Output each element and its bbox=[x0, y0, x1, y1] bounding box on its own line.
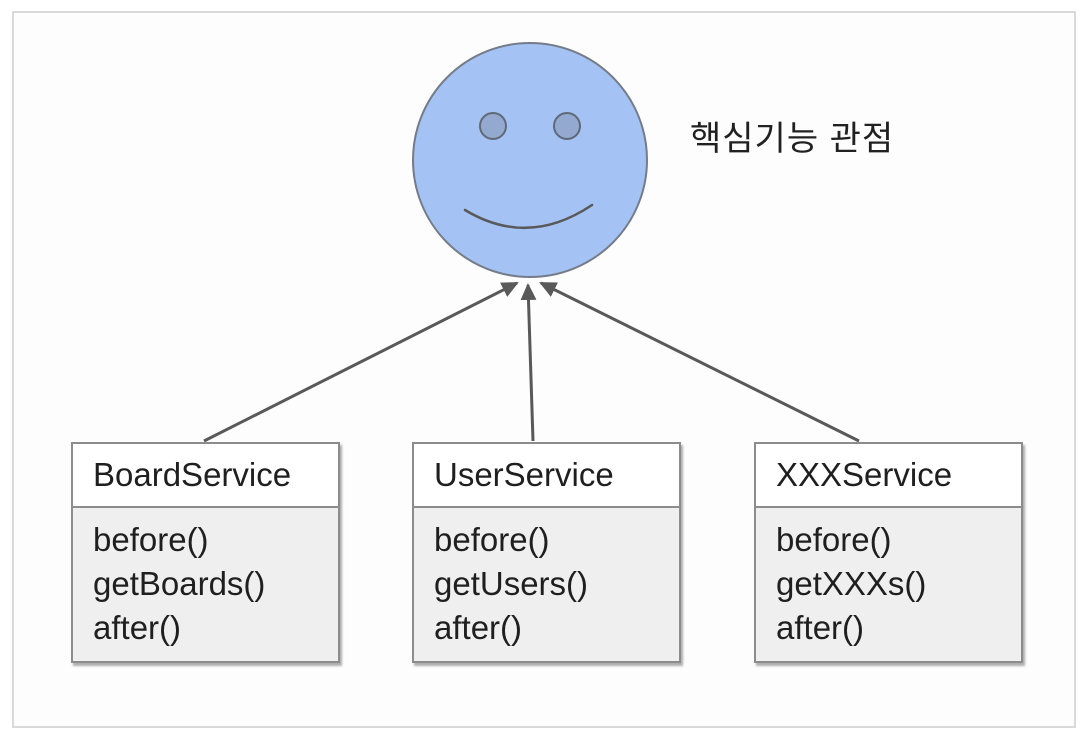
service-box-userservice: UserService before() getUsers() after() bbox=[412, 442, 681, 663]
method-label: before() bbox=[776, 521, 892, 558]
service-box-boardservice: BoardService before() getBoards() after(… bbox=[71, 442, 340, 663]
method-label: getBoards() bbox=[93, 565, 266, 602]
arrow-userservice-to-face bbox=[520, 283, 537, 442]
method-label: after() bbox=[434, 609, 523, 646]
smile-mouth bbox=[463, 203, 594, 229]
service-box-title: BoardService bbox=[73, 444, 338, 508]
method-label: getUsers() bbox=[434, 565, 589, 602]
smiley-face bbox=[412, 42, 648, 278]
method-label: before() bbox=[93, 521, 209, 558]
service-box-title: UserService bbox=[414, 444, 679, 508]
service-box-xxxservice: XXXService before() getXXXs() after() bbox=[754, 442, 1023, 663]
method-label: before() bbox=[434, 521, 550, 558]
method-label: after() bbox=[93, 609, 182, 646]
service-box-methods: before() getUsers() after() bbox=[414, 508, 679, 650]
diagram-caption: 핵심기능 관점 bbox=[690, 120, 895, 158]
method-label: getXXXs() bbox=[776, 565, 927, 602]
arrow-boardservice-to-face bbox=[203, 281, 519, 443]
method-label: after() bbox=[776, 609, 865, 646]
arrow-xxxservice-to-face bbox=[539, 281, 860, 443]
left-eye bbox=[479, 112, 507, 140]
face-circle bbox=[412, 42, 648, 278]
service-box-title: XXXService bbox=[756, 444, 1021, 508]
service-box-methods: before() getXXXs() after() bbox=[756, 508, 1021, 650]
service-box-methods: before() getBoards() after() bbox=[73, 508, 338, 650]
right-eye bbox=[553, 112, 581, 140]
